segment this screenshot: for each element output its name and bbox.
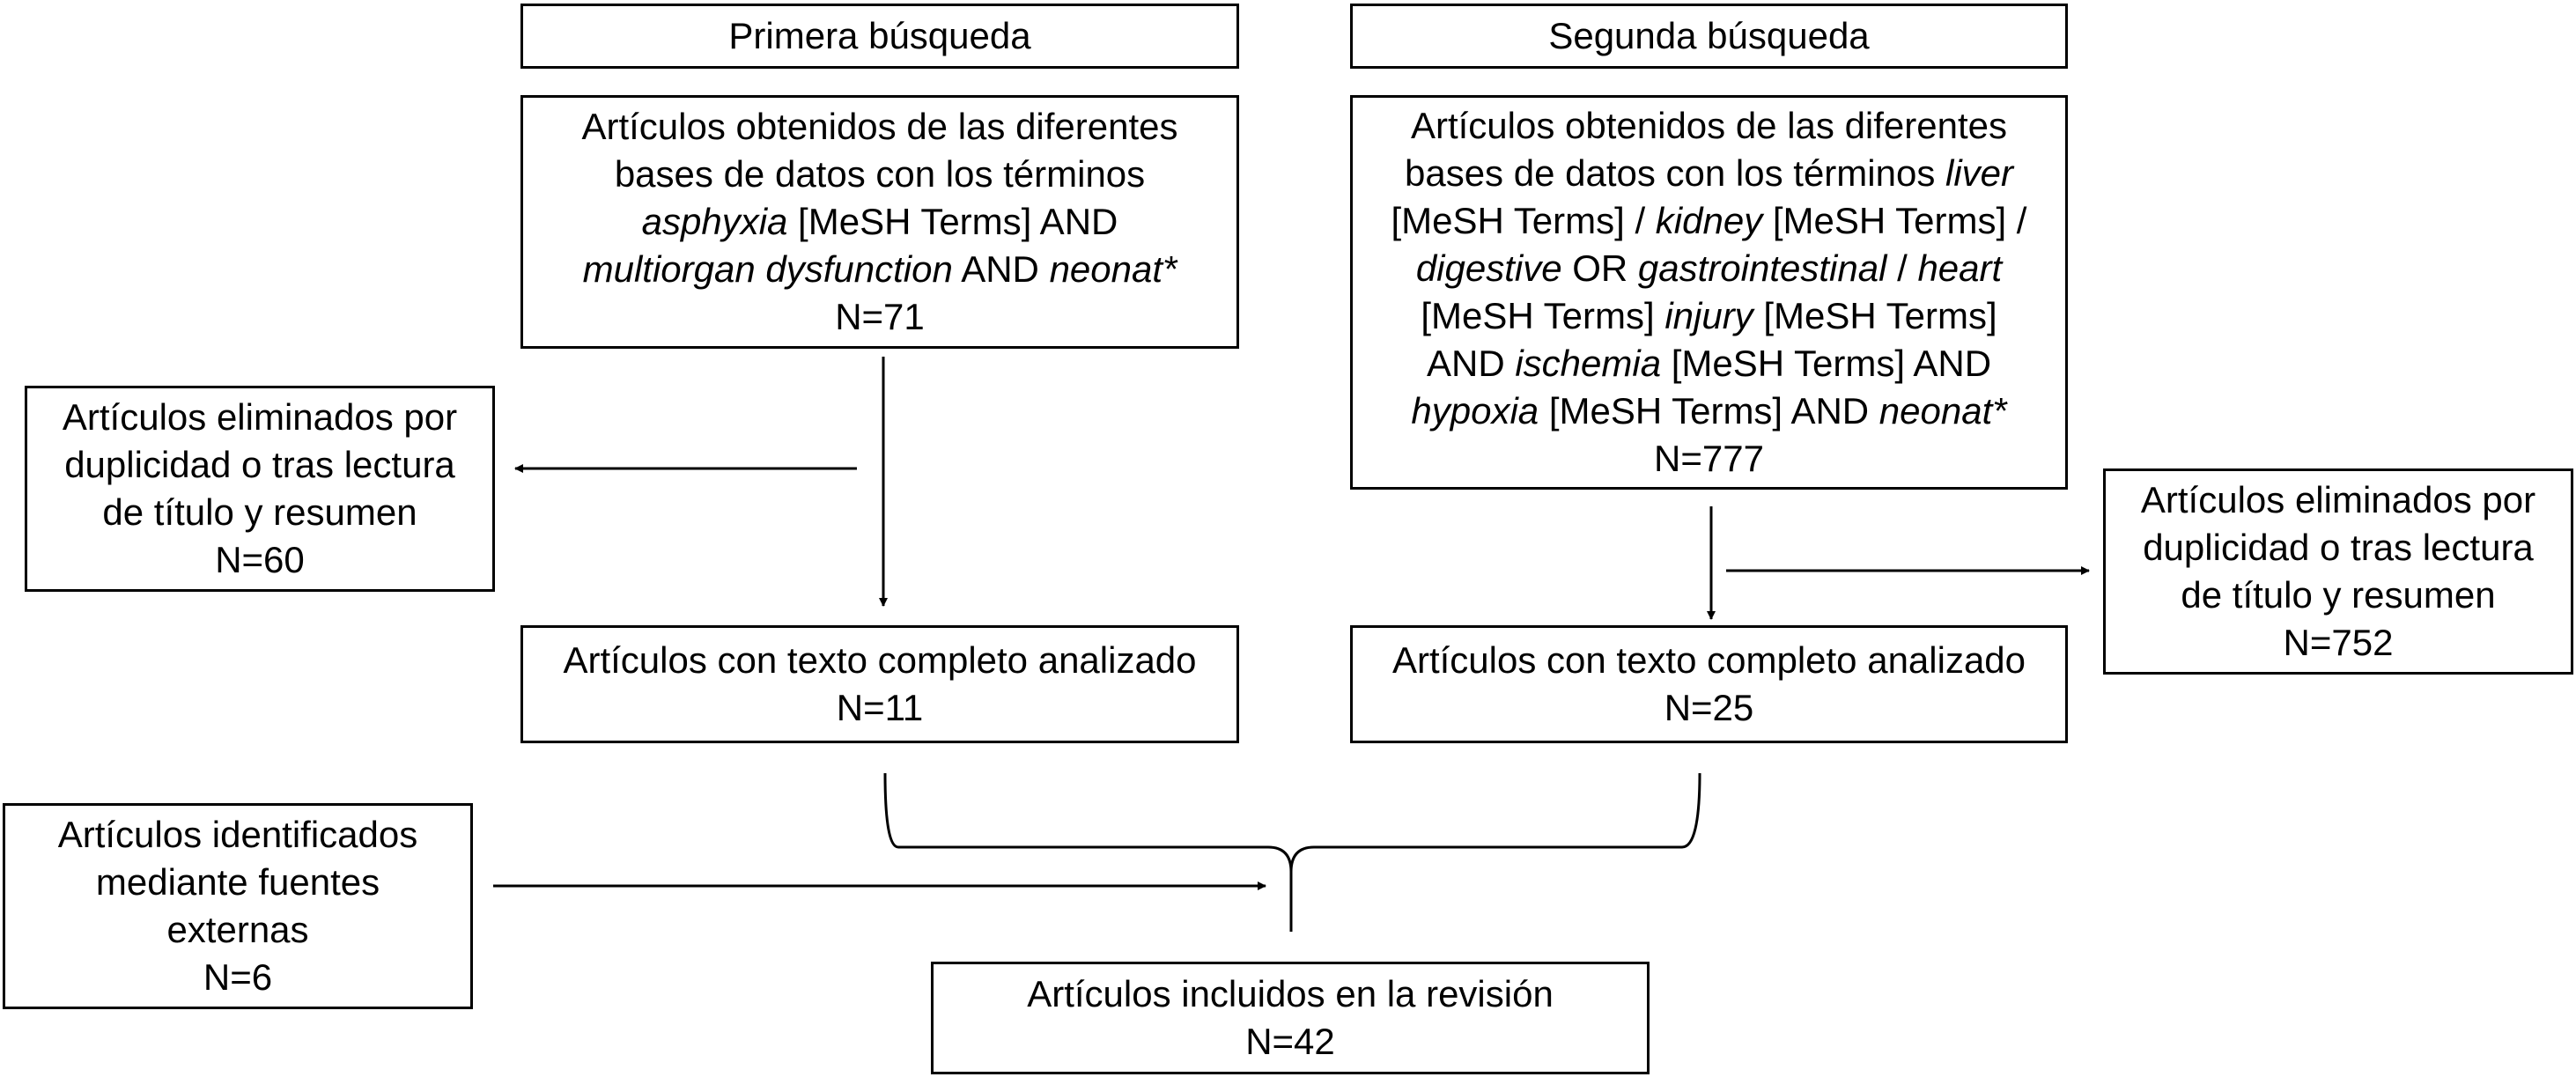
external-line: externas: [166, 909, 309, 950]
header-first-search-label: Primera búsqueda: [728, 15, 1031, 56]
header-second-search-label: Segunda búsqueda: [1548, 15, 1870, 56]
external-box: Artículos identificados mediante fuentes…: [3, 803, 473, 1009]
search2-count: N=777: [1654, 438, 1764, 479]
search1-line: asphyxia [MeSH Terms] AND: [641, 201, 1118, 242]
header-second-search: Segunda búsqueda: [1350, 4, 2068, 69]
search2-line: digestive OR gastrointestinal / heart: [1415, 247, 2003, 289]
excluded2-box: Artículos eliminados por duplicidad o tr…: [2103, 468, 2573, 675]
included-box: Artículos incluidos en la revisión N=42: [931, 962, 1650, 1074]
search1-line: multiorgan dysfunction AND neonat*: [582, 248, 1177, 290]
search1-line: Artículos obtenidos de las diferentes: [581, 106, 1178, 147]
search2-line: AND ischemia [MeSH Terms] AND: [1426, 343, 1992, 384]
search2-box: Artículos obtenidos de las diferentes ba…: [1350, 95, 2068, 490]
fulltext2-box: Artículos con texto completo analizado N…: [1350, 625, 2068, 743]
fulltext2-line: Artículos con texto completo analizado: [1391, 639, 2026, 681]
search2-line: hypoxia [MeSH Terms] AND neonat*: [1411, 390, 2007, 432]
excluded2-count: N=752: [2283, 622, 2394, 663]
search2-line: bases de datos con los términos liver: [1404, 152, 2014, 194]
search1-count: N=71: [835, 296, 925, 337]
fulltext1-line: Artículos con texto completo analizado: [563, 639, 1197, 681]
excluded1-box: Artículos eliminados por duplicidad o tr…: [25, 386, 495, 592]
external-line: Artículos identificados: [57, 814, 418, 855]
external-line: mediante fuentes: [95, 861, 380, 903]
external-count: N=6: [203, 956, 273, 998]
fulltext2-count: N=25: [1664, 687, 1754, 728]
search1-line: bases de datos con los términos: [614, 153, 1146, 195]
excluded1-line: duplicidad o tras lectura: [64, 444, 455, 485]
excluded2-line: duplicidad o tras lectura: [2143, 527, 2534, 568]
fulltext1-count: N=11: [836, 687, 924, 728]
fulltext1-box: Artículos con texto completo analizado N…: [520, 625, 1239, 743]
excluded2-line: de título y resumen: [2181, 574, 2496, 616]
included-line: Artículos incluidos en la revisión: [1027, 973, 1554, 1014]
merge-brace: [883, 772, 1701, 932]
included-count: N=42: [1245, 1021, 1335, 1062]
excluded1-line: Artículos eliminados por: [62, 396, 458, 438]
excluded1-count: N=60: [215, 539, 305, 580]
header-first-search: Primera búsqueda: [520, 4, 1239, 69]
search2-line: Artículos obtenidos de las diferentes: [1410, 105, 2008, 146]
search1-box: Artículos obtenidos de las diferentes ba…: [520, 95, 1239, 349]
excluded2-line: Artículos eliminados por: [2140, 479, 2536, 520]
search2-line: [MeSH Terms] injury [MeSH Terms]: [1421, 295, 1997, 336]
excluded1-line: de título y resumen: [102, 491, 417, 533]
search2-line: [MeSH Terms] / kidney [MeSH Terms] /: [1391, 200, 2027, 241]
